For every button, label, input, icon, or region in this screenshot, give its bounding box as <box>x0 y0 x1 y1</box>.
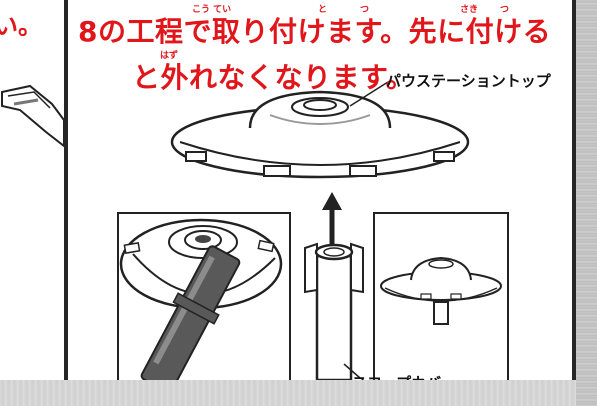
pow-station-top <box>170 90 470 179</box>
left-page-panel: い。 <box>0 0 64 380</box>
cover-label-leader <box>343 363 361 379</box>
ruby-hazu: はず <box>160 51 179 61</box>
ruby-koutei: こう てい <box>192 5 232 15</box>
instruction-line-2: と外れなくなります。 <box>132 61 415 94</box>
scope-cover <box>304 242 364 380</box>
instruction-line-1: 8の工程で取り付けます。先に付ける <box>78 15 552 48</box>
upward-arrow <box>322 192 342 244</box>
left-illustration-fragment <box>0 84 64 148</box>
ruby-tsu-1: つ <box>360 5 370 15</box>
right-gray-edge <box>576 0 597 406</box>
left-divider <box>64 0 68 380</box>
ruby-tsu-2: つ <box>500 5 510 15</box>
instruction-panel: こう てい と つ さき つ はず <box>68 0 572 380</box>
ruby-to: と <box>318 5 328 15</box>
right-divider <box>572 0 576 380</box>
ruby-saki: さき <box>460 5 479 15</box>
inset-right-assembled <box>373 212 509 380</box>
pow-station-top-label: パウステーショントップ <box>386 72 551 90</box>
top-label-leader <box>349 81 389 107</box>
left-fragment-text: い。 <box>0 12 42 40</box>
assembly-illustration <box>170 81 470 380</box>
bottom-gray-strip <box>0 380 576 406</box>
inset-left-detail <box>117 212 291 380</box>
